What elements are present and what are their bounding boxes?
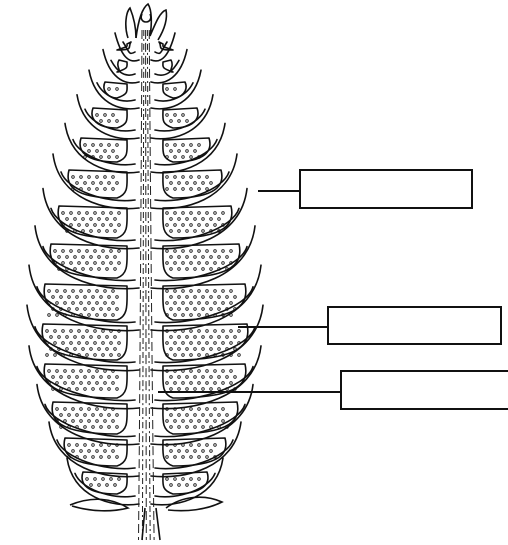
left-scale-3 (89, 70, 139, 109)
left-sporangium-12 (52, 402, 127, 434)
axis-strand-4 (147, 30, 150, 540)
axis-strand-3 (146, 30, 147, 540)
left-sporangium-2 (117, 60, 127, 72)
axis-strand-1 (139, 30, 143, 540)
left-sporangium-5 (80, 138, 127, 162)
left-sporangium-7 (58, 206, 127, 238)
left-scale-10 (27, 305, 139, 370)
right-scale-10 (151, 305, 263, 370)
left-scale-6 (53, 154, 139, 209)
right-scale-3 (151, 70, 201, 109)
right-sporangium-8 (163, 244, 240, 278)
axis-strand-5 (149, 30, 154, 540)
left-scale-13 (49, 422, 139, 477)
label-box-2 (328, 307, 501, 344)
label-box-1 (300, 170, 472, 208)
right-scale-2 (151, 50, 187, 83)
left-sporangium-8 (50, 244, 127, 278)
label-box-3 (341, 371, 508, 409)
right-scale-6 (151, 154, 237, 209)
left-scale-2 (103, 50, 139, 83)
right-sporangium-4 (163, 108, 198, 128)
cone-axis (139, 30, 155, 540)
right-sporangium-2 (163, 60, 173, 72)
cone-apex (126, 4, 167, 40)
right-scale-1 (151, 33, 175, 61)
right-scale-7 (151, 189, 247, 249)
left-scale-column (27, 33, 139, 505)
left-scale-7 (43, 189, 139, 249)
right-sporangium-12 (163, 402, 238, 434)
left-sporangium-11 (44, 364, 127, 398)
label-boxes (300, 170, 508, 409)
right-sporangium-7 (163, 206, 232, 238)
left-sporangium-4 (92, 108, 127, 128)
axis-strand-2 (142, 30, 143, 540)
right-scale-column (151, 33, 263, 505)
right-scale-13 (151, 422, 241, 477)
